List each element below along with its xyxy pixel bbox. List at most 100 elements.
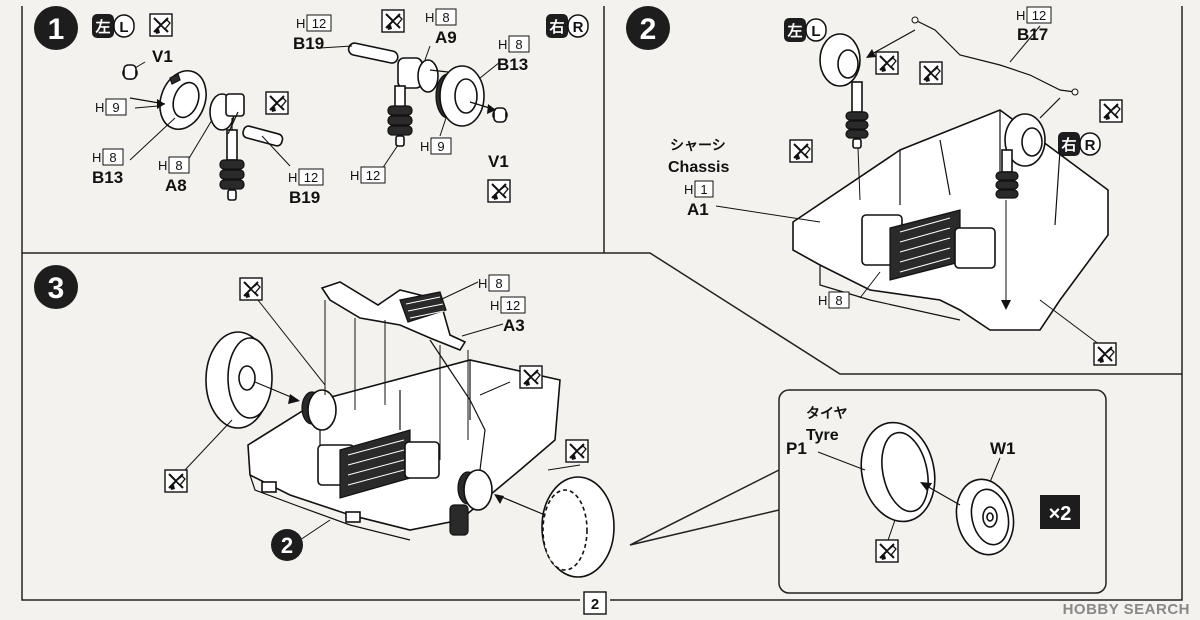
svg-text:H: H	[1016, 8, 1025, 23]
svg-text:H: H	[350, 168, 359, 183]
svg-text:12: 12	[366, 168, 380, 183]
glue-icon	[381, 9, 405, 33]
label-b13-right: B13	[497, 55, 528, 74]
quantity-multiplier: ×2	[1040, 495, 1080, 529]
step-2-reference: 2	[271, 529, 303, 561]
hnum-h8-step2: H 8	[818, 291, 850, 309]
svg-text:12: 12	[312, 16, 326, 31]
left-side-badge-step2: 左 L	[784, 18, 827, 42]
glue-icon	[875, 51, 899, 75]
label-a3: A3	[503, 316, 525, 335]
svg-text:R: R	[573, 19, 584, 36]
svg-text:8: 8	[495, 276, 502, 291]
hnum-h9-left: H 9	[95, 98, 127, 116]
svg-text:8: 8	[515, 37, 522, 52]
hnum-h12-a3: H 12	[490, 296, 526, 314]
tyre-wheel-assembly	[817, 421, 1015, 556]
label-p1: P1	[786, 439, 807, 458]
hnum-h9-right: H 9	[420, 137, 452, 155]
label-w1: W1	[990, 439, 1016, 458]
hnum-h8-b13-right: H 8	[498, 35, 530, 53]
svg-text:L: L	[811, 23, 820, 40]
step-3-number: 3	[48, 272, 65, 305]
label-a9: A9	[435, 28, 457, 47]
step-3-marker: 3	[34, 265, 78, 309]
glue-icon	[149, 13, 173, 37]
glue-icon	[919, 61, 943, 85]
svg-text:H: H	[92, 150, 101, 165]
svg-text:H: H	[425, 10, 434, 25]
step-3-frame	[21, 253, 1183, 601]
svg-text:H: H	[296, 16, 305, 31]
svg-text:8: 8	[835, 293, 842, 308]
hnum-h8-step3: H 8	[478, 274, 510, 292]
svg-text:1: 1	[700, 182, 707, 197]
svg-text:12: 12	[1032, 8, 1046, 23]
glue-icon	[789, 139, 813, 163]
step-1-2-frame	[21, 6, 1183, 375]
svg-text:2: 2	[591, 596, 599, 613]
glue-icon	[875, 539, 899, 563]
svg-text:9: 9	[112, 100, 119, 115]
glue-icon	[519, 365, 543, 389]
hnum-h1-a1: H 1	[684, 180, 714, 198]
tyre-label-en: Tyre	[806, 427, 839, 444]
label-b19-right: B19	[293, 34, 324, 53]
label-v1-right: V1	[488, 152, 509, 171]
svg-text:左: 左	[786, 22, 802, 40]
glue-icon	[239, 277, 263, 301]
tyre-inset-frame	[778, 389, 1107, 594]
svg-text:左: 左	[94, 18, 110, 36]
glue-icon	[164, 469, 188, 493]
svg-text:8: 8	[109, 150, 116, 165]
label-v1-left: V1	[152, 47, 173, 66]
svg-text:H: H	[95, 100, 104, 115]
svg-text:L: L	[119, 19, 128, 36]
svg-text:H: H	[478, 276, 487, 291]
step-1-number: 1	[48, 13, 65, 46]
hnum-h12-shock-right: H 12	[350, 166, 386, 184]
svg-text:8: 8	[442, 10, 449, 25]
chassis-label-en: Chassis	[668, 159, 729, 176]
glue-icon	[1093, 342, 1117, 366]
label-a1: A1	[687, 200, 709, 219]
hnum-h8-b13-left: H 8	[92, 148, 124, 166]
tyre-inset-pointer	[629, 469, 780, 546]
step1-left-assembly	[122, 61, 291, 201]
svg-text:H: H	[288, 170, 297, 185]
right-side-badge-step1: 右 R	[546, 14, 589, 38]
svg-text:H: H	[684, 182, 693, 197]
page-number: 2	[583, 591, 607, 615]
tyre-label-jp: タイヤ	[806, 406, 848, 422]
hnum-h8-a8: H 8	[158, 156, 190, 174]
hnum-h8-a9: H 8	[425, 8, 457, 26]
right-side-badge-step2: 右 R	[1058, 132, 1101, 156]
chassis-label-jp: シャーシ	[670, 138, 726, 154]
hnum-h12-b19-right: H 12	[296, 14, 332, 32]
svg-text:H: H	[818, 293, 827, 308]
step1-right-assembly	[319, 42, 508, 173]
step-2-number: 2	[640, 13, 657, 46]
svg-text:12: 12	[506, 298, 520, 313]
svg-text:8: 8	[175, 158, 182, 173]
step3-chassis-assembly	[184, 281, 615, 578]
glue-icon	[1099, 99, 1123, 123]
step-1-marker: 1	[34, 6, 78, 50]
label-b19-left: B19	[289, 188, 320, 207]
hnum-h12-b19-left: H 12	[288, 168, 324, 186]
svg-text:H: H	[498, 37, 507, 52]
left-side-badge-step1: 左 L	[92, 14, 135, 38]
svg-text:H: H	[490, 298, 499, 313]
svg-text:2: 2	[281, 533, 293, 558]
label-b13-left: B13	[92, 168, 123, 187]
step2-chassis-assembly	[715, 16, 1109, 346]
hnum-h12-b17: H 12	[1016, 6, 1052, 24]
step-2-marker: 2	[626, 6, 670, 50]
svg-text:9: 9	[437, 139, 444, 154]
svg-text:H: H	[158, 158, 167, 173]
label-b17: B17	[1017, 25, 1048, 44]
svg-text:12: 12	[304, 170, 318, 185]
svg-text:×2: ×2	[1049, 503, 1072, 525]
label-a8: A8	[165, 176, 187, 195]
